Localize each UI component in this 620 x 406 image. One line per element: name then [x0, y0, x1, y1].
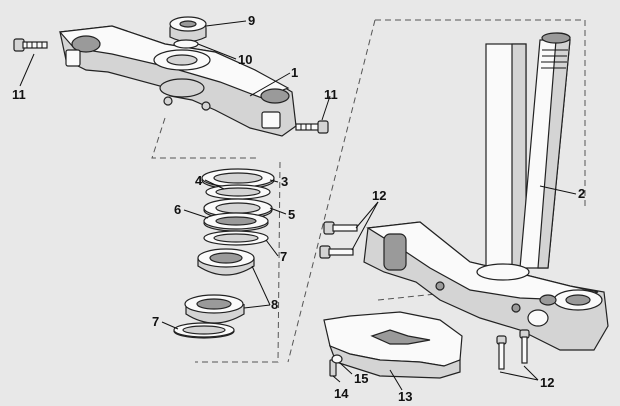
- steering-stem: [485, 32, 571, 275]
- cover-plate: [323, 311, 463, 379]
- callout-9: 9: [248, 13, 255, 28]
- callout-7-upper: 7: [280, 249, 287, 264]
- bolts-clamp-left: [319, 221, 358, 259]
- callout-6: 6: [174, 202, 181, 217]
- callout-10: 10: [238, 52, 252, 67]
- small-screw: [329, 354, 343, 377]
- callout-1: 1: [291, 65, 298, 80]
- callout-7-lower: 7: [152, 314, 159, 329]
- bolts-bottom-right: [496, 329, 530, 370]
- bearing-stack: [173, 168, 275, 339]
- steering-nut: [169, 16, 207, 43]
- washer: [173, 39, 199, 49]
- callout-11-right: 11: [324, 87, 338, 102]
- callout-12-upper: 12: [372, 188, 386, 203]
- callout-3: 3: [281, 174, 288, 189]
- callout-11-left: 11: [12, 87, 26, 102]
- lower-triple-clamp: [363, 221, 609, 351]
- bolt-right: [295, 120, 329, 134]
- callout-8: 8: [271, 297, 278, 312]
- callout-14: 14: [334, 386, 349, 401]
- bolt-left: [13, 38, 48, 52]
- callout-12-lower: 12: [540, 375, 554, 390]
- callout-labels: 9 10 1 11 11 4 3 6 5 7 8 7 2 12 12 13 14…: [12, 13, 585, 404]
- leader-lines: [19, 20, 577, 391]
- callout-5: 5: [288, 207, 295, 222]
- callout-4: 4: [195, 173, 203, 188]
- upper-triple-clamp: [58, 25, 297, 137]
- assembly-dashed-lines: [151, 19, 586, 363]
- callout-15: 15: [354, 371, 368, 386]
- callout-2: 2: [578, 186, 585, 201]
- callout-13: 13: [398, 389, 412, 404]
